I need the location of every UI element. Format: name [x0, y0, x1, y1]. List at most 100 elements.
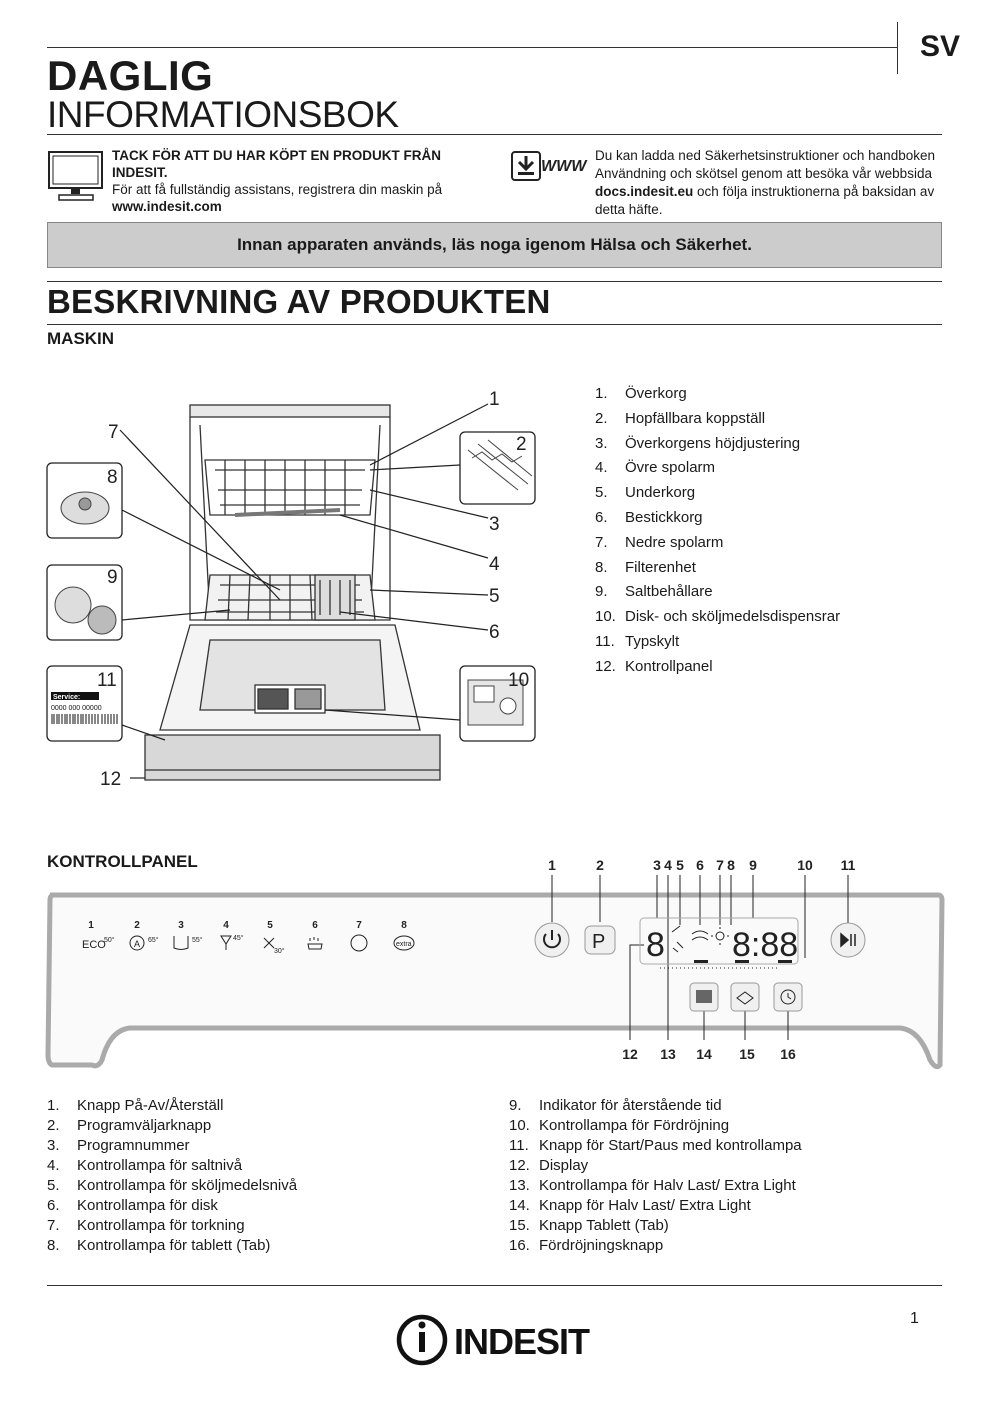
program-button-label: P	[592, 931, 605, 953]
prog-num-5: 5	[267, 920, 273, 931]
display	[639, 917, 799, 965]
clock-hands	[787, 993, 792, 1000]
service-number: 0000 000 00000	[51, 705, 102, 712]
list-item: 5.Underkorg	[595, 484, 696, 502]
footer-rule	[47, 1285, 942, 1286]
section-rule-bottom	[47, 324, 942, 325]
eco-icon: ECO	[82, 939, 106, 951]
section-rule-top	[47, 281, 942, 282]
list-item: 3.Överkorgens höjdjustering	[595, 434, 801, 452]
list-item: 13.Kontrollampa för Halv Last/ Extra Lig…	[509, 1177, 796, 1194]
service-label: Service:	[53, 694, 80, 701]
cp-num-9: 9	[749, 857, 757, 873]
prog-temp-3: 55°	[192, 936, 203, 944]
callout-10: 10	[508, 670, 529, 691]
wash-indicator-icon	[691, 930, 709, 941]
control-panel-heading: KONTROLLPANEL	[47, 852, 198, 871]
language-code: SV	[920, 30, 961, 63]
doc-title: INFORMATIONSBOK	[47, 94, 399, 135]
cp-num-13: 13	[660, 1046, 676, 1062]
tablet-icon	[736, 991, 754, 1005]
cp-num-3: 3	[653, 857, 661, 873]
header-rule	[47, 47, 897, 49]
list-item: 6.Bestickkorg	[595, 508, 703, 526]
prog-sym-2: A	[134, 939, 140, 949]
program-button[interactable]	[584, 925, 616, 955]
list-item: 12.Kontrollpanel	[595, 657, 713, 675]
barcode	[51, 714, 118, 724]
prog-temp-4: 45°	[233, 934, 244, 942]
cp-num-5: 5	[676, 857, 684, 873]
list-item: 4.Övre spolarm	[595, 459, 716, 477]
callout-4: 4	[489, 554, 500, 575]
delay-led	[778, 960, 792, 963]
prog-num-3: 3	[178, 920, 184, 931]
download-icon: WWW	[511, 151, 588, 181]
intro-left: TACK FÖR ATT DU HAR KÖPT EN PRODUKT FRÅN…	[112, 147, 492, 215]
list-item: 1.Överkorg	[595, 385, 687, 402]
section-title: BESKRIVNING AV PRODUKTEN	[47, 283, 551, 320]
computer-icon	[48, 151, 103, 201]
list-item: 10.Kontrollampa för Fördröjning	[509, 1117, 730, 1134]
list-item: 15.Knapp Tablett (Tab)	[509, 1217, 669, 1234]
intro-thanks: TACK FÖR ATT DU HAR KÖPT EN PRODUKT FRÅN…	[112, 148, 441, 180]
cp-num-14: 14	[696, 1046, 712, 1062]
page-number: 1	[910, 1310, 919, 1327]
callout-2: 2	[516, 434, 527, 455]
half-load-icon	[696, 990, 712, 1003]
intro-download-text: Du kan ladda ned Säkerhetsinstruktioner …	[595, 148, 935, 181]
prog-num-6: 6	[312, 920, 318, 931]
prog-num-2: 2	[134, 920, 140, 931]
control-list-right: 9.Indikator för återstående tid 10.Kontr…	[509, 1096, 802, 1256]
indesit-logo: INDESIT	[396, 1314, 591, 1366]
extra-icon	[393, 935, 415, 951]
glass-icon	[220, 935, 232, 950]
title-rule	[47, 134, 942, 136]
half-load-led	[694, 960, 708, 963]
list-item: 12.Display	[509, 1157, 589, 1174]
list-item: 1.Knapp På-Av/Återställ	[47, 1097, 224, 1114]
pot-icon	[173, 936, 189, 950]
list-item: 4.Kontrollampa för saltnivå	[47, 1157, 243, 1174]
prog-sym-8: extra	[396, 941, 412, 948]
intro-register: För att få fullständig assistans, regist…	[112, 182, 443, 197]
intro-right: Du kan ladda ned Säkerhetsinstruktioner …	[595, 147, 945, 219]
list-item: 6.Kontrollampa för disk	[47, 1197, 218, 1214]
quick-icon	[263, 937, 275, 949]
callout-6: 6	[489, 622, 500, 643]
prewash-drops	[309, 937, 319, 941]
cp-num-4: 4	[664, 857, 672, 873]
display-remaining-time: 8:88	[732, 926, 798, 964]
list-item: 7.Kontrollampa för torkning	[47, 1217, 245, 1234]
callout-5: 5	[489, 586, 500, 607]
prog-temp-5: 30°	[274, 947, 285, 955]
list-item: 9.Indikator för återstående tid	[509, 1097, 722, 1114]
callout-3: 3	[489, 514, 500, 535]
display-program-digit: 8	[646, 926, 665, 964]
prog-num-1: 1	[88, 920, 94, 931]
docs-link[interactable]: docs.indesit.eu	[595, 184, 694, 199]
list-item: 8.Kontrollampa för tablett (Tab)	[47, 1237, 271, 1254]
hygiene-icon	[350, 934, 368, 952]
callout-7: 7	[108, 422, 119, 443]
control-panel-diagram: 1 2 3 4 5 6 7 8 9 10 11 1 2 3 4 5 6 7 8 …	[45, 857, 945, 1070]
cp-num-15: 15	[739, 1046, 755, 1062]
control-list-left: 1.Knapp På-Av/Återställ 2.Programväljark…	[47, 1096, 297, 1256]
prog-num-8: 8	[401, 920, 407, 931]
auto-icon	[129, 935, 145, 951]
prog-temp-1: 50°	[104, 936, 115, 944]
cp-num-7: 7	[716, 857, 724, 873]
cp-num-1: 1	[548, 857, 556, 873]
dry-indicator-icon	[715, 931, 725, 941]
salt-indicator-icon	[671, 925, 684, 953]
cp-num-6: 6	[696, 857, 704, 873]
callout-9: 9	[107, 567, 118, 588]
prog-num-7: 7	[356, 920, 362, 931]
cp-num-10: 10	[797, 857, 813, 873]
header-divider	[897, 22, 899, 74]
indesit-link[interactable]: www.indesit.com	[112, 199, 222, 214]
doc-title-bold: DAGLIG	[47, 52, 214, 99]
list-item: 2.Programväljarknapp	[47, 1117, 212, 1134]
tablet-button[interactable]	[730, 982, 760, 1012]
cp-num-2: 2	[596, 857, 604, 873]
